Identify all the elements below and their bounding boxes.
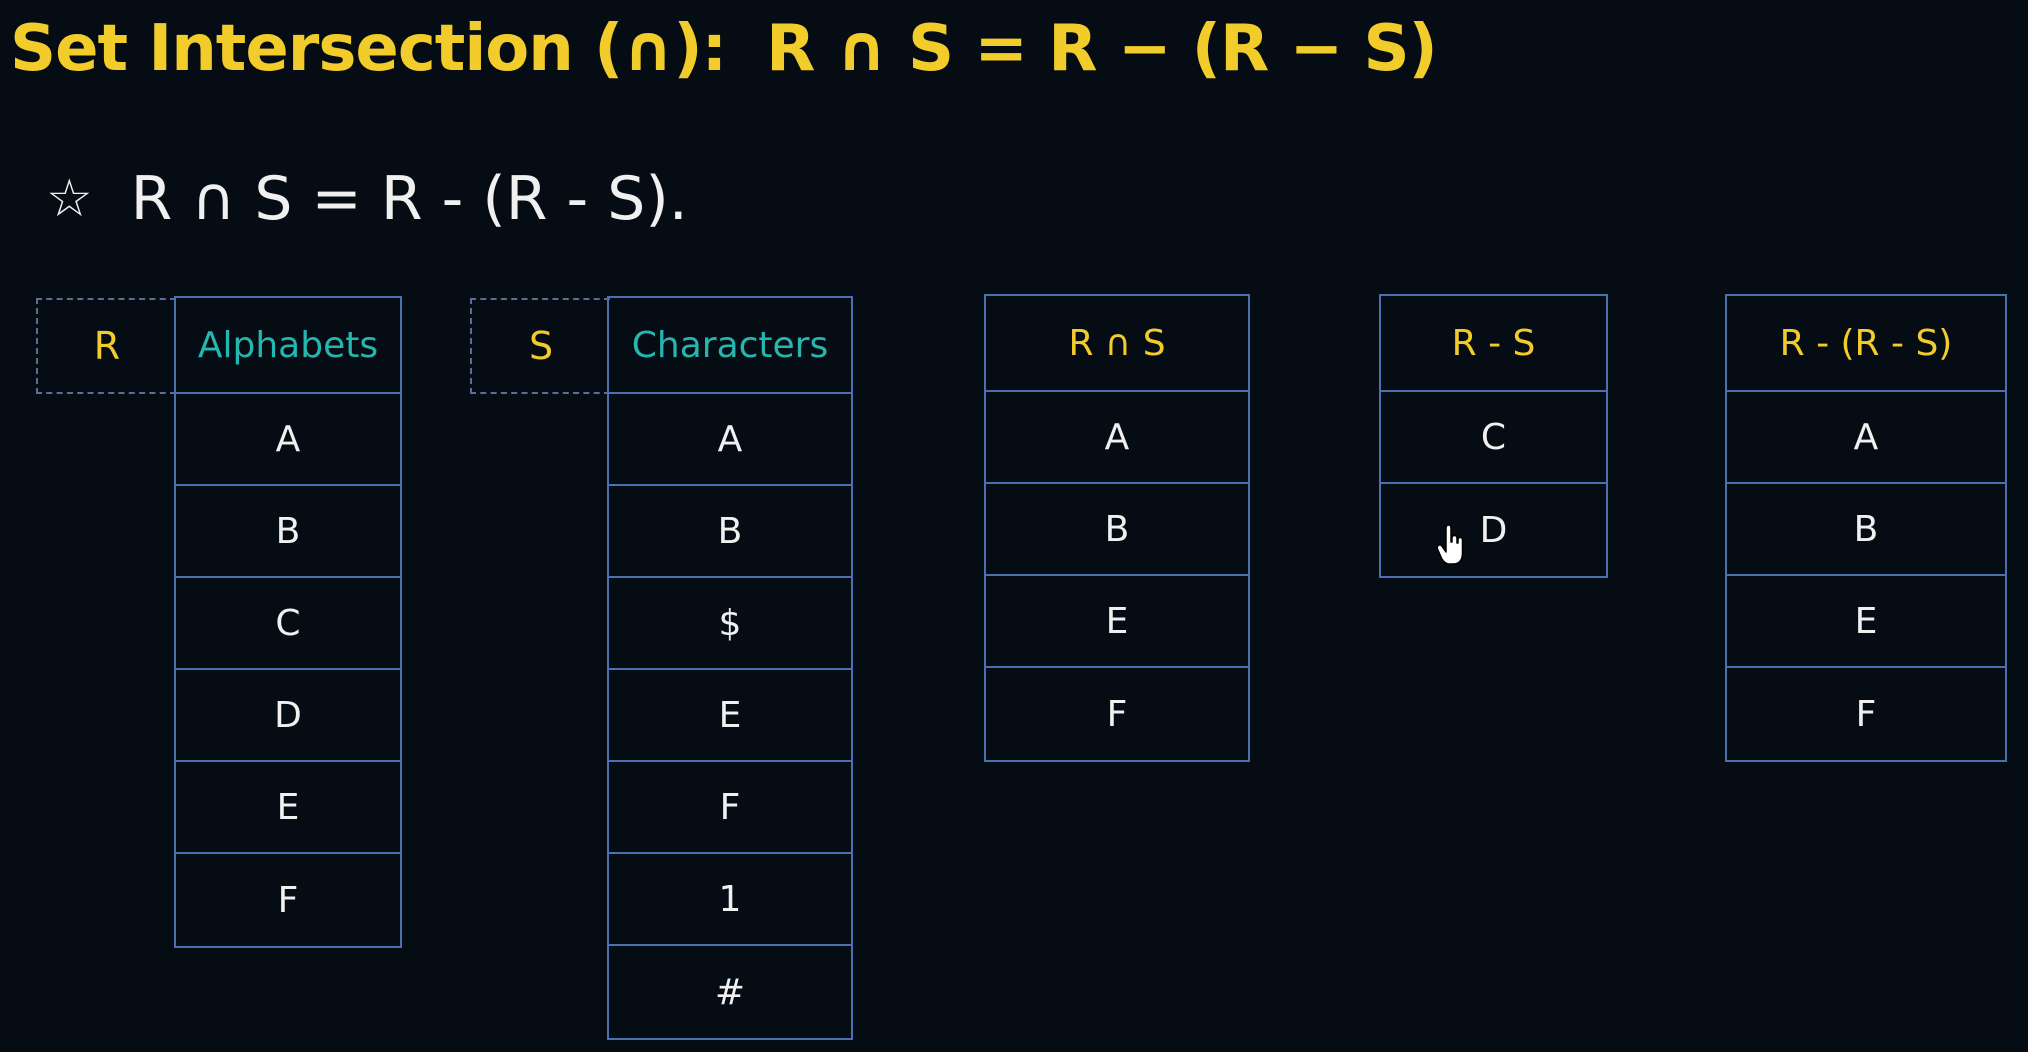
table-r-row: E [176, 762, 400, 854]
title-formula: R ∩ S = R − (R − S) [766, 12, 1438, 86]
slide-title: Set Intersection (∩): R ∩ S = R − (R − S… [10, 12, 1438, 86]
table-intersection-row: B [986, 484, 1248, 576]
table-result-row: A [1727, 392, 2005, 484]
relation-name-s-label: S [528, 324, 554, 368]
relation-name-s: S [470, 298, 610, 394]
table-s-row: B [609, 486, 851, 578]
table-s-row: F [609, 762, 851, 854]
table-r-row: A [176, 394, 400, 486]
table-s-row: # [714, 971, 746, 1013]
table-difference-header: R - S [1381, 296, 1606, 392]
star-outline-icon: ☆ [46, 169, 93, 229]
table-result-row: E [1727, 576, 2005, 668]
table-s-header: Characters [609, 298, 851, 394]
table-intersection-header: R ∩ S [986, 296, 1248, 392]
table-r: Alphabets A B C D E F [174, 296, 402, 948]
table-result: R - (R - S) A B E F [1725, 294, 2007, 762]
table-s-row: 1 [609, 854, 851, 946]
hand-cursor-icon [1436, 524, 1464, 565]
relation-name-r: R [36, 298, 176, 394]
table-r-row: B [176, 486, 400, 578]
table-intersection-row: E [986, 576, 1248, 668]
table-s-row: A [609, 394, 851, 486]
table-result-row: B [1727, 484, 2005, 576]
table-difference-row: C [1381, 392, 1606, 484]
table-intersection-row: F [1106, 693, 1128, 735]
table-s-row: E [609, 670, 851, 762]
table-difference: R - S C D [1379, 294, 1608, 578]
relation-name-r-label: R [93, 324, 121, 368]
table-intersection-row: A [986, 392, 1248, 484]
table-r-header: Alphabets [176, 298, 400, 394]
table-r-row: C [176, 578, 400, 670]
table-result-row: F [1855, 693, 1877, 735]
table-intersection: R ∩ S A B E F [984, 294, 1250, 762]
table-r-row: F [277, 879, 299, 921]
title-main: Set Intersection (∩): [10, 12, 727, 86]
table-s-row: $ [609, 578, 851, 670]
formula-statement: ☆ R ∩ S = R - (R - S). [46, 164, 688, 234]
table-result-header: R - (R - S) [1727, 296, 2005, 392]
table-r-row: D [176, 670, 400, 762]
formula-text: R ∩ S = R - (R - S). [130, 164, 688, 234]
table-difference-row: D [1479, 509, 1508, 551]
table-s: Characters A B $ E F 1 # [607, 296, 853, 1040]
